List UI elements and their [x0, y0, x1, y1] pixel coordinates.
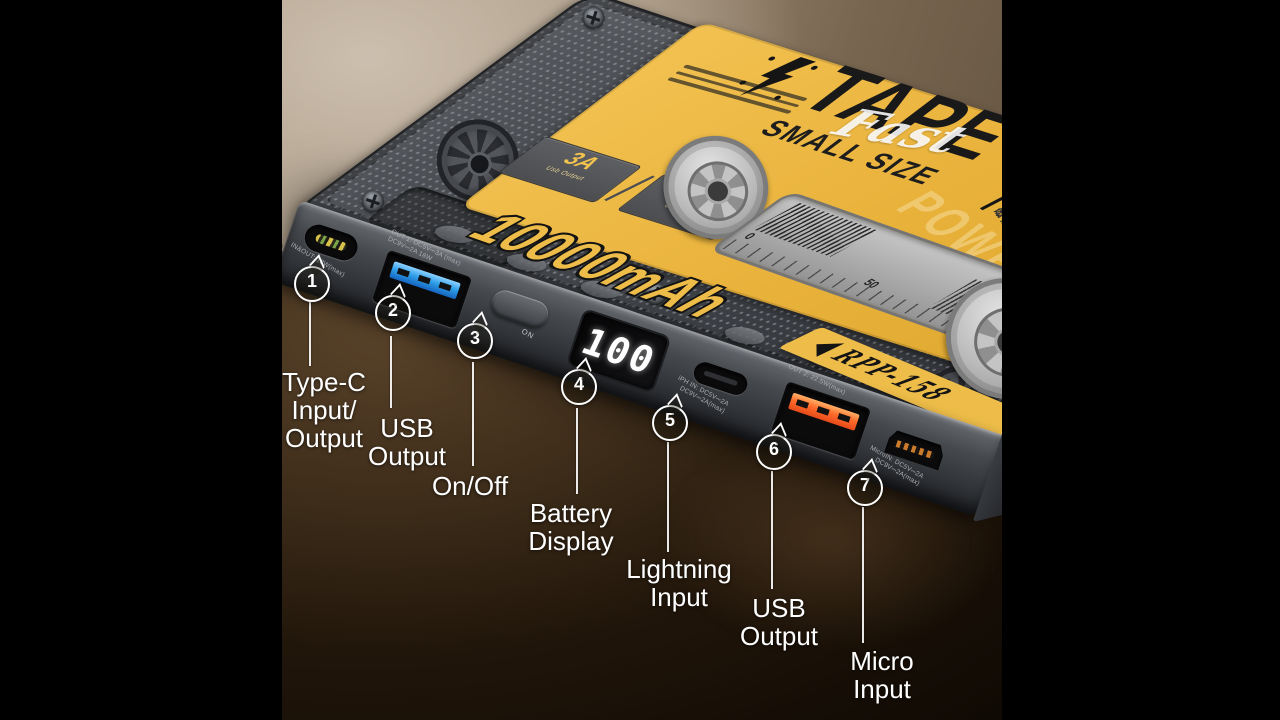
callout-marker-5: 5 — [652, 405, 688, 441]
callout-line-5 — [667, 442, 669, 552]
divider-slash — [979, 150, 1002, 211]
ribbon-arrow-icon — [792, 333, 845, 357]
callout-label-on-off: On/Off — [431, 471, 509, 501]
callout-label-battery-display: Battery Display — [528, 498, 614, 557]
callout-line-7 — [862, 507, 864, 643]
callout-marker-1: 1 — [294, 266, 330, 302]
callout-line-3 — [472, 362, 474, 466]
callout-label-micro-input: Micro Input — [850, 646, 914, 705]
callout-line-4 — [576, 408, 578, 494]
screw-icon — [579, 3, 608, 32]
tape-coil — [752, 203, 879, 257]
callout-line-2 — [390, 336, 392, 408]
callout-label-typec: Type-C Input/ Output — [282, 367, 366, 454]
callout-marker-4: 4 — [561, 369, 597, 405]
callout-label-usb-output-1: USB Output — [367, 413, 447, 472]
callout-label-usb-output-2: USB Output — [739, 593, 819, 652]
callout-marker-6: 6 — [756, 434, 792, 470]
product-photo: POWER BANK TAPE Fast SMALL SIZE 22.5W 超级… — [282, 0, 1002, 720]
scale-tick-0: 0 — [740, 231, 759, 242]
callout-marker-7: 7 — [847, 470, 883, 506]
power-button — [488, 286, 552, 331]
callout-label-lightning-input: Lightning Input — [626, 554, 732, 613]
callout-line-1 — [309, 302, 311, 366]
callout-marker-2: 2 — [375, 295, 411, 331]
callout-line-6 — [771, 471, 773, 589]
callout-marker-3: 3 — [457, 323, 493, 359]
power-button-label: ON — [520, 326, 536, 341]
